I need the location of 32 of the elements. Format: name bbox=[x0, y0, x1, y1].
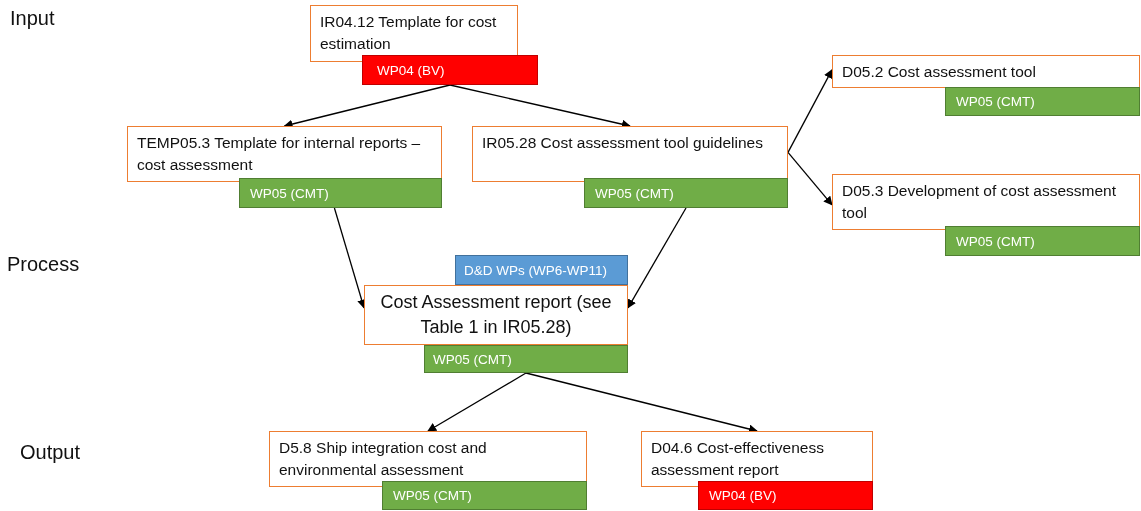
document-title: TEMP05.3 Template for internal reports – cost assessment bbox=[137, 133, 422, 175]
document-title: D05.2 Cost assessment tool bbox=[842, 62, 1037, 82]
document-box bbox=[269, 431, 587, 487]
arrow bbox=[787, 69, 833, 153]
stage-label: Output bbox=[20, 441, 81, 464]
document-title: D05.3 Development of cost assessment tool bbox=[842, 181, 1117, 223]
document-title: D04.6 Cost-effectiveness assessment report bbox=[651, 438, 825, 480]
stage-label: Process bbox=[7, 253, 80, 276]
work-package-tag: D&D WPs (WP6-WP11) bbox=[455, 255, 628, 285]
work-package-tag: WP05 (CMT) bbox=[382, 481, 587, 510]
work-package-tag: WP05 (CMT) bbox=[424, 345, 628, 373]
stage-label: Input bbox=[10, 7, 55, 30]
document-box bbox=[472, 126, 788, 182]
arrow bbox=[333, 207, 366, 309]
document-box bbox=[832, 55, 1140, 88]
document-box bbox=[641, 431, 873, 487]
document-title: IR05.28 Cost assessment tool guidelines bbox=[482, 133, 764, 153]
arrow bbox=[787, 151, 833, 206]
work-package-tag: WP05 (CMT) bbox=[584, 178, 788, 208]
work-package-tag: WP05 (CMT) bbox=[945, 87, 1140, 116]
document-box bbox=[127, 126, 442, 182]
arrow bbox=[627, 207, 687, 309]
document-box bbox=[364, 285, 628, 345]
document-title: D5.8 Ship integration cost and environmental assessment bbox=[279, 438, 488, 480]
work-package-tag: WP04 (BV) bbox=[698, 481, 873, 510]
document-title: IR04.12 Template for cost estimation bbox=[320, 12, 498, 54]
arrow bbox=[427, 372, 527, 432]
work-package-tag: WP05 (CMT) bbox=[945, 226, 1140, 256]
document-box bbox=[832, 174, 1140, 230]
document-title: Cost Assessment report (see Table 1 in IR05.28) bbox=[379, 291, 613, 339]
work-package-tag: WP04 (BV) bbox=[362, 55, 538, 85]
work-package-tag: WP05 (CMT) bbox=[239, 178, 442, 208]
